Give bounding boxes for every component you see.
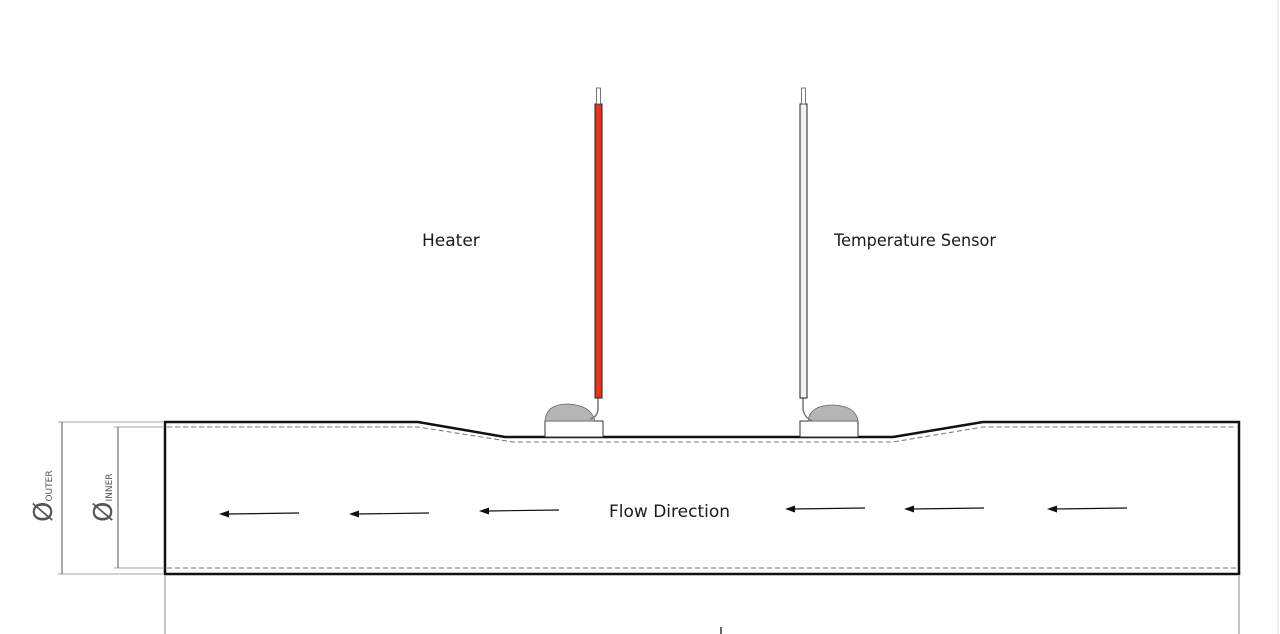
flow-arrow (904, 505, 985, 513)
flow-arrow (479, 507, 560, 515)
sensor-base (799, 420, 859, 438)
heater-assembly (544, 87, 604, 438)
tube-inner-wall-top (167, 426, 1237, 443)
outer-diameter-dimension: ØOUTER (29, 421, 163, 575)
flow-arrow (1047, 505, 1128, 513)
sensor-wire (799, 103, 808, 399)
temperature-sensor-label: Temperature Sensor (833, 231, 996, 251)
tube-outer-wall (163, 420, 1241, 576)
flow-arrow (785, 505, 866, 513)
outer-diameter-label: ØOUTER (29, 470, 59, 522)
inner-diameter-label: ØINNER (89, 473, 119, 522)
heater-label: Heater (422, 231, 480, 251)
flow-direction-label: Flow Direction (609, 502, 730, 522)
tube (163, 420, 1241, 576)
sensor-lead (802, 398, 813, 422)
inner-diameter-dimension: ØINNER (89, 426, 163, 569)
sensor-wire-tip (801, 87, 806, 105)
heater-base (544, 420, 604, 438)
heater-wire (594, 103, 603, 399)
flow-arrows (219, 505, 1128, 518)
flow-arrow (219, 510, 300, 518)
heater-wire-tip (596, 87, 601, 105)
sensor-assembly (799, 87, 859, 438)
sensor-bead (807, 404, 859, 422)
flow-arrow (349, 510, 430, 518)
heater-bead (544, 403, 596, 422)
heater-lead (589, 398, 599, 420)
